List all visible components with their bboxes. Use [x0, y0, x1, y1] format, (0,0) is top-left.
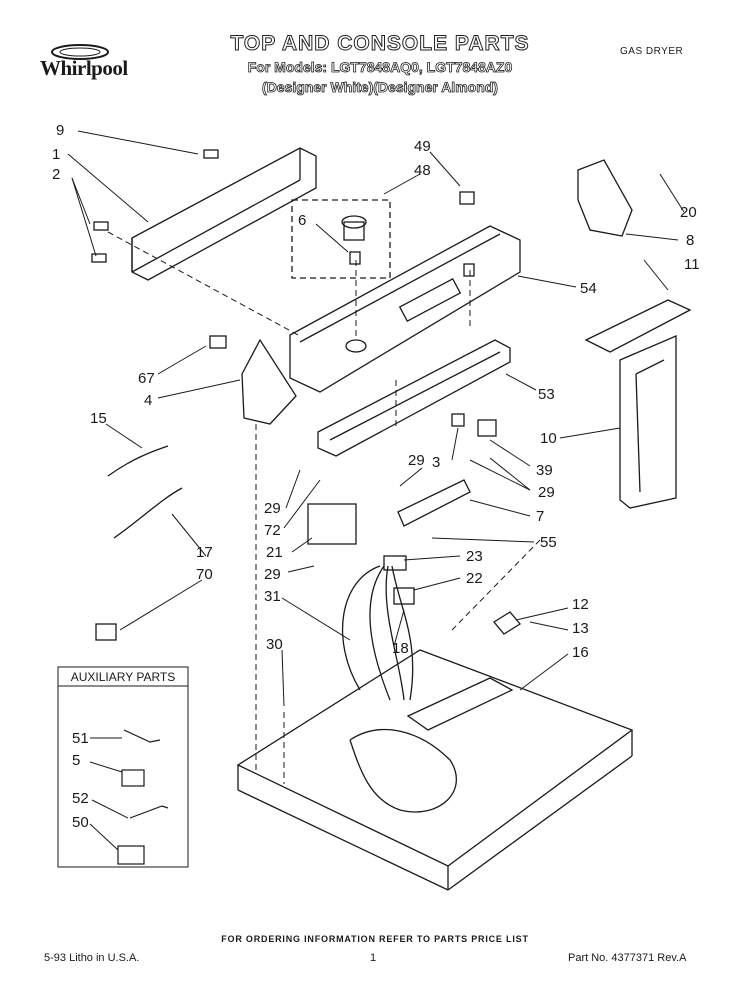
callout-3: 3	[432, 454, 441, 471]
callout-18: 18	[392, 640, 409, 657]
callout-12: 12	[572, 596, 589, 613]
control-panel-drawing	[317, 339, 511, 457]
callout-5: 5	[72, 752, 81, 769]
rear-bracket-drawing	[131, 147, 317, 281]
page-title: TOP AND CONSOLE PARTS	[230, 32, 530, 56]
callout-11: 11	[684, 256, 700, 273]
callout-31: 31	[264, 588, 281, 605]
part-number: Part No. 4377371 Rev.A	[568, 952, 687, 964]
callout-51: 51	[72, 730, 89, 747]
callout-8: 8	[686, 232, 695, 249]
switch-drawing	[397, 479, 471, 527]
lint-duct-drawing	[619, 335, 677, 509]
callout-29c: 29	[264, 500, 281, 517]
ordering-note: FOR ORDERING INFORMATION REFER TO PARTS …	[221, 934, 529, 944]
callout-49: 49	[414, 138, 431, 155]
aux-part-52-drawing	[129, 805, 169, 819]
aux-part-5-drawing	[121, 769, 145, 787]
auxiliary-parts-title: AUXILIARY PARTS	[70, 670, 176, 684]
color-variants: (Designer White)(Designer Almond)	[262, 79, 499, 96]
callout-39: 39	[536, 462, 553, 479]
wire-harness-drawing	[341, 565, 414, 701]
callout-7: 7	[536, 508, 545, 525]
callout-22: 22	[466, 570, 483, 587]
callout-29d: 29	[264, 566, 281, 583]
callout-30: 30	[266, 636, 283, 653]
knob-assembly-box	[291, 199, 391, 279]
callout-50: 50	[72, 814, 89, 831]
callout-6: 6	[298, 212, 307, 229]
print-info: 5-93 Litho in U.S.A.	[44, 952, 140, 964]
callout-53: 53	[538, 386, 555, 403]
timer-drawing	[307, 503, 357, 545]
aux-part-51-drawing	[123, 729, 161, 743]
lint-cover-drawing	[584, 299, 692, 353]
callout-17: 17	[196, 544, 213, 561]
product-type: GAS DRYER	[620, 46, 684, 57]
callout-70: 70	[196, 566, 213, 583]
callout-13: 13	[572, 620, 589, 637]
brand-name: Whirlpool	[40, 56, 128, 80]
top-panel-drawing	[236, 649, 634, 867]
callout-54: 54	[580, 280, 597, 297]
callout-4: 4	[144, 392, 153, 409]
callout-2: 2	[52, 166, 61, 183]
callout-72: 72	[264, 522, 281, 539]
callout-16: 16	[572, 644, 589, 661]
callout-52: 52	[72, 790, 89, 807]
endcap-drawing	[241, 338, 297, 425]
callout-1: 1	[52, 146, 61, 163]
callout-10: 10	[540, 430, 557, 447]
page-number: 1	[370, 952, 377, 964]
callout-67: 67	[138, 370, 155, 387]
model-list: For Models: LGT7848AQ0, LGT7848AZ0	[247, 59, 513, 76]
callout-48: 48	[414, 162, 431, 179]
callout-55: 55	[540, 534, 557, 551]
console-panel-drawing	[289, 225, 521, 393]
callout-29a: 29	[408, 452, 425, 469]
callout-29b: 29	[538, 484, 555, 501]
whirlpool-logo	[51, 44, 109, 60]
right-bracket-drawing	[577, 159, 633, 237]
callout-23: 23	[466, 548, 483, 565]
callout-9: 9	[56, 122, 65, 139]
screw-drawing	[91, 149, 219, 263]
callout-20: 20	[680, 204, 697, 221]
callout-21: 21	[266, 544, 283, 561]
aux-part-50-drawing	[117, 845, 145, 865]
callout-15: 15	[90, 410, 107, 427]
